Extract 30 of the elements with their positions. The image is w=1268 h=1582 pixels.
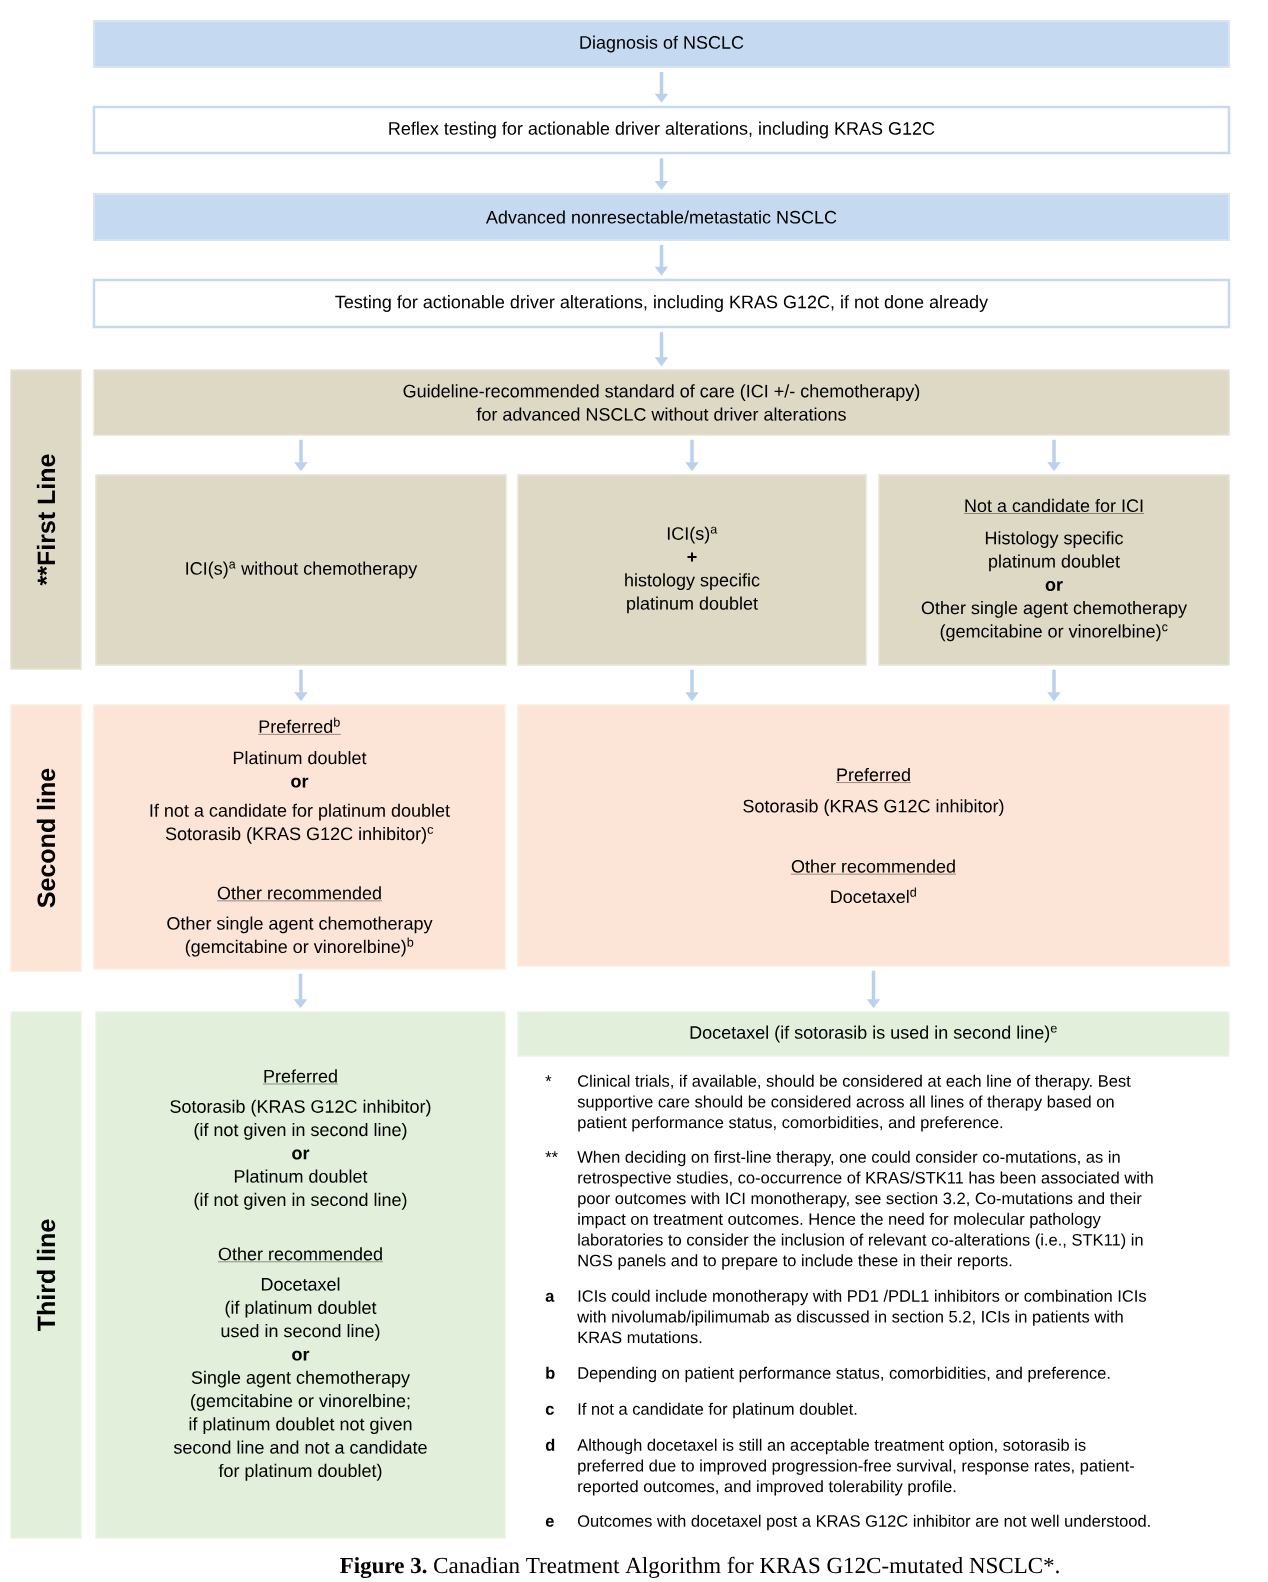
row-header-band: **First Line <box>10 369 82 670</box>
footnote-marker: ** <box>545 1151 558 1158</box>
process-box: Testing for actionable driver alterations, including KRAS G12C, if not done already <box>92 278 1231 329</box>
process-box: ICI(s)$^{a}$ + histology specific platinum doublet <box>517 474 867 666</box>
process-box: Preferred Sotorasib (KRAS G12C inhibitor) (if not given in second line) or Platinum doublet (if not given in second line) Other recommended Docetaxel (if platinum doublet used in second line) or Single agent chemotherapy (gemcitabine or vinorelbine; if platinum doublet not given second line and not a candidate for platinum doublet) <box>95 1011 506 1539</box>
footnote-text: If not a candidate for platinum doublet. <box>578 1402 857 1419</box>
process-box: Preferred$^{b}$ Platinum doublet or If not a candidate for platinum doublet Sotorasib (KRAS G12C inhibitor)$^{c}$ Other recommended Other single agent chemotherapy (gemcitabine or vinorelbine)$^{b}$ <box>93 704 506 970</box>
footnote-marker: c <box>545 1405 554 1415</box>
footnote-marker: b <box>546 1366 555 1379</box>
footnote-text: Although docetaxel is still an acceptable treatment option, sotorasib is preferred due to improved progression-free survival, response rates, patient-reported outcomes, and improved tolerability profile. <box>577 1438 1134 1496</box>
process-box: Advanced nonresectable/metastatic NSCLC <box>93 193 1230 241</box>
footnote-text: Outcomes with docetaxel post a KRAS G12C inhibitor are not well understood. <box>578 1514 1150 1531</box>
row-header-band: Second line <box>10 704 82 972</box>
process-box: Guideline-recommended standard of care (ICI +/- chemotherapy) for advanced NSCLC without driver alterations <box>93 369 1230 436</box>
footnote-text: ICIs could include monotherapy with PD1 /PDL1 inhibitors or combination ICIs with nivolumab/ipilimumab as discussed in section 5.2, ICIs in patients with KRAS mutations. <box>577 1289 1147 1344</box>
process-box: Preferred Sotorasib (KRAS G12C inhibitor) Other recommended Docetaxel$^{d}$ <box>517 704 1230 967</box>
footnote-marker: a <box>545 1292 555 1302</box>
footnote-marker: e <box>545 1517 554 1527</box>
caption: Figure 3. Canadian Treatment Algorithm for KRAS G12C-mutated NSCLC*. <box>340 1556 1059 1579</box>
footnote-text: Clinical trials, if available, should be considered at each line of therapy. Best supportive care should be considered across all lines of therapy based on patient performance status, comorbidities, and preference. <box>577 1074 1131 1132</box>
row-header-band: Third line <box>10 1011 82 1539</box>
footnote-text: When deciding on first-line therapy, one could consider co-mutations, as in retrospective studies, co-occurrence of KRAS/STK11 has been associated with poor outcomes with ICI monotherapy, see section 3.2, Co-mutations and their impact on treatment outcomes. Hence the need for molecular pathology laboratories to consider the inclusion of relevant co-alterations (i.e., STK11) in NGS panels and to prepare to include these in their reports. <box>577 1150 1153 1270</box>
process-box: Reflex testing for actionable driver alterations, including KRAS G12C <box>92 105 1231 155</box>
process-box: ICI(s)$^{a}$ without chemotherapy <box>95 474 507 666</box>
footnote-marker: d <box>545 1438 555 1451</box>
footnote-text: Depending on patient performance status, comorbidities, and preference. <box>578 1366 1110 1383</box>
process-box: Not a candidate for ICI Histology specific platinum doublet or Other single agent chemotherapy (gemcitabine or vinorelbine)$^{c}$ <box>878 474 1230 666</box>
process-box: Diagnosis of NSCLC <box>93 20 1230 68</box>
footnote-marker: * <box>545 1075 552 1082</box>
process-box: Docetaxel (if sotorasib is used in second line)$^{e}$ <box>517 1011 1230 1057</box>
